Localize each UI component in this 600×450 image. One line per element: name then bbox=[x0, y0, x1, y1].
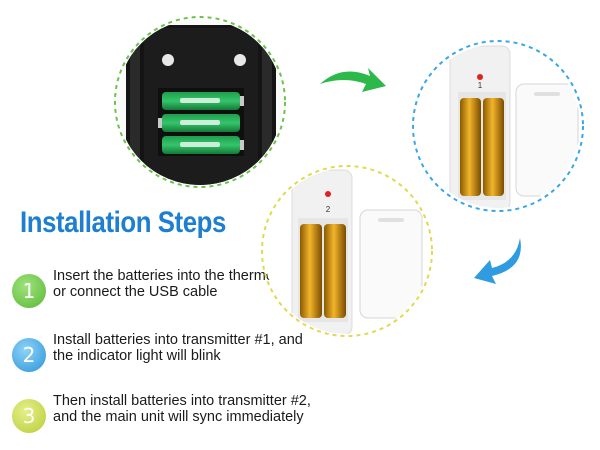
step-2-number: 2 bbox=[22, 343, 36, 367]
step-1-number: 1 bbox=[22, 279, 36, 303]
transmitter-1-indicator-light-icon bbox=[477, 74, 483, 80]
blue-arrow-icon bbox=[474, 238, 521, 284]
step-2-badge: 2 bbox=[12, 338, 46, 372]
step-1-badge: 1 bbox=[12, 274, 46, 308]
step-3-number: 3 bbox=[22, 404, 36, 428]
installation-steps-heading: Installation Steps bbox=[20, 206, 226, 239]
transmitter-2-label: 2 bbox=[326, 205, 331, 214]
step-2-text: Install batteries into transmitter #1, a… bbox=[53, 332, 303, 364]
main-unit-battery-illustration bbox=[114, 16, 286, 188]
transmitter-2-illustration: 2 bbox=[261, 165, 433, 337]
transmitter-1-illustration: 1 bbox=[412, 40, 584, 212]
step-1-text: Insert the batteries into the thermomete… bbox=[53, 268, 311, 300]
transmitter-2-indicator-light-icon bbox=[325, 191, 331, 197]
step-3-badge: 3 bbox=[12, 399, 46, 433]
step-3-text: Then install batteries into transmitter … bbox=[53, 393, 311, 425]
transmitter-1-label: 1 bbox=[478, 81, 483, 90]
green-arrow-icon bbox=[320, 68, 386, 92]
